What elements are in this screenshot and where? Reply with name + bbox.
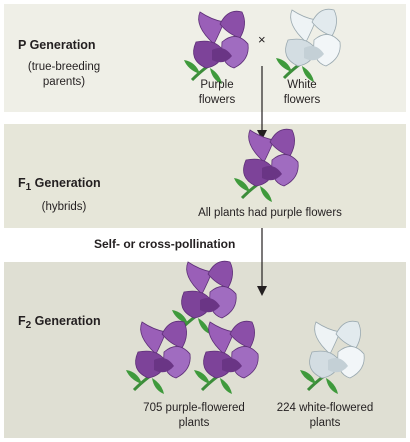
f2-title-suffix: Generation <box>31 314 101 328</box>
p-generation-subtitle: (true-breeding parents) <box>0 60 128 90</box>
white-flower-icon <box>274 7 342 84</box>
white-flowers-label: White flowers <box>270 78 334 108</box>
f1-caption: All plants had purple flowers <box>198 207 342 219</box>
f2-title-subscript: 2 <box>25 320 32 331</box>
f1-generation-title: F1 Generation <box>18 176 101 193</box>
purple-flower-icon <box>182 9 250 86</box>
f1-title-prefix: F <box>18 176 26 190</box>
p-generation-title: P Generation <box>18 38 96 52</box>
f1-title-subscript: 1 <box>25 182 32 193</box>
f2-purple-count-label: 705 purple-flowered plants <box>130 401 258 431</box>
f2-generation-band <box>4 262 406 438</box>
purple-flowers-label: Purple flowers <box>185 78 249 108</box>
purple-flower-icon <box>232 127 300 204</box>
f2-title-prefix: F <box>18 314 26 328</box>
purple-flower-icon <box>192 319 260 396</box>
white-label-line2: flowers <box>283 94 321 106</box>
down-arrow-icon <box>257 228 267 296</box>
f1-generation-band <box>4 124 406 228</box>
f2-white-line1: 224 white-flowered <box>276 402 374 414</box>
p-subtitle-line2: parents) <box>42 76 86 88</box>
white-label-line1: White <box>287 79 317 91</box>
white-flower-icon <box>298 319 366 396</box>
f2-generation-title: F2 Generation <box>18 314 101 331</box>
f1-generation-subtitle: (hybrids) <box>41 201 87 213</box>
f2-white-line2: plants <box>309 417 341 429</box>
pollination-label: Self- or cross-pollination <box>94 237 236 251</box>
purple-label-line1: Purple <box>200 79 234 91</box>
f2-purple-line2: plants <box>178 417 210 429</box>
f2-white-count-label: 224 white-flowered plants <box>262 401 388 431</box>
f2-purple-line1: 705 purple-flowered <box>143 402 245 414</box>
purple-label-line2: flowers <box>198 94 236 106</box>
purple-flower-icon <box>124 319 192 396</box>
down-arrow-icon <box>257 66 267 140</box>
p-subtitle-line1: (true-breeding <box>27 61 101 73</box>
cross-symbol: × <box>258 32 266 47</box>
f1-title-suffix: Generation <box>31 176 101 190</box>
